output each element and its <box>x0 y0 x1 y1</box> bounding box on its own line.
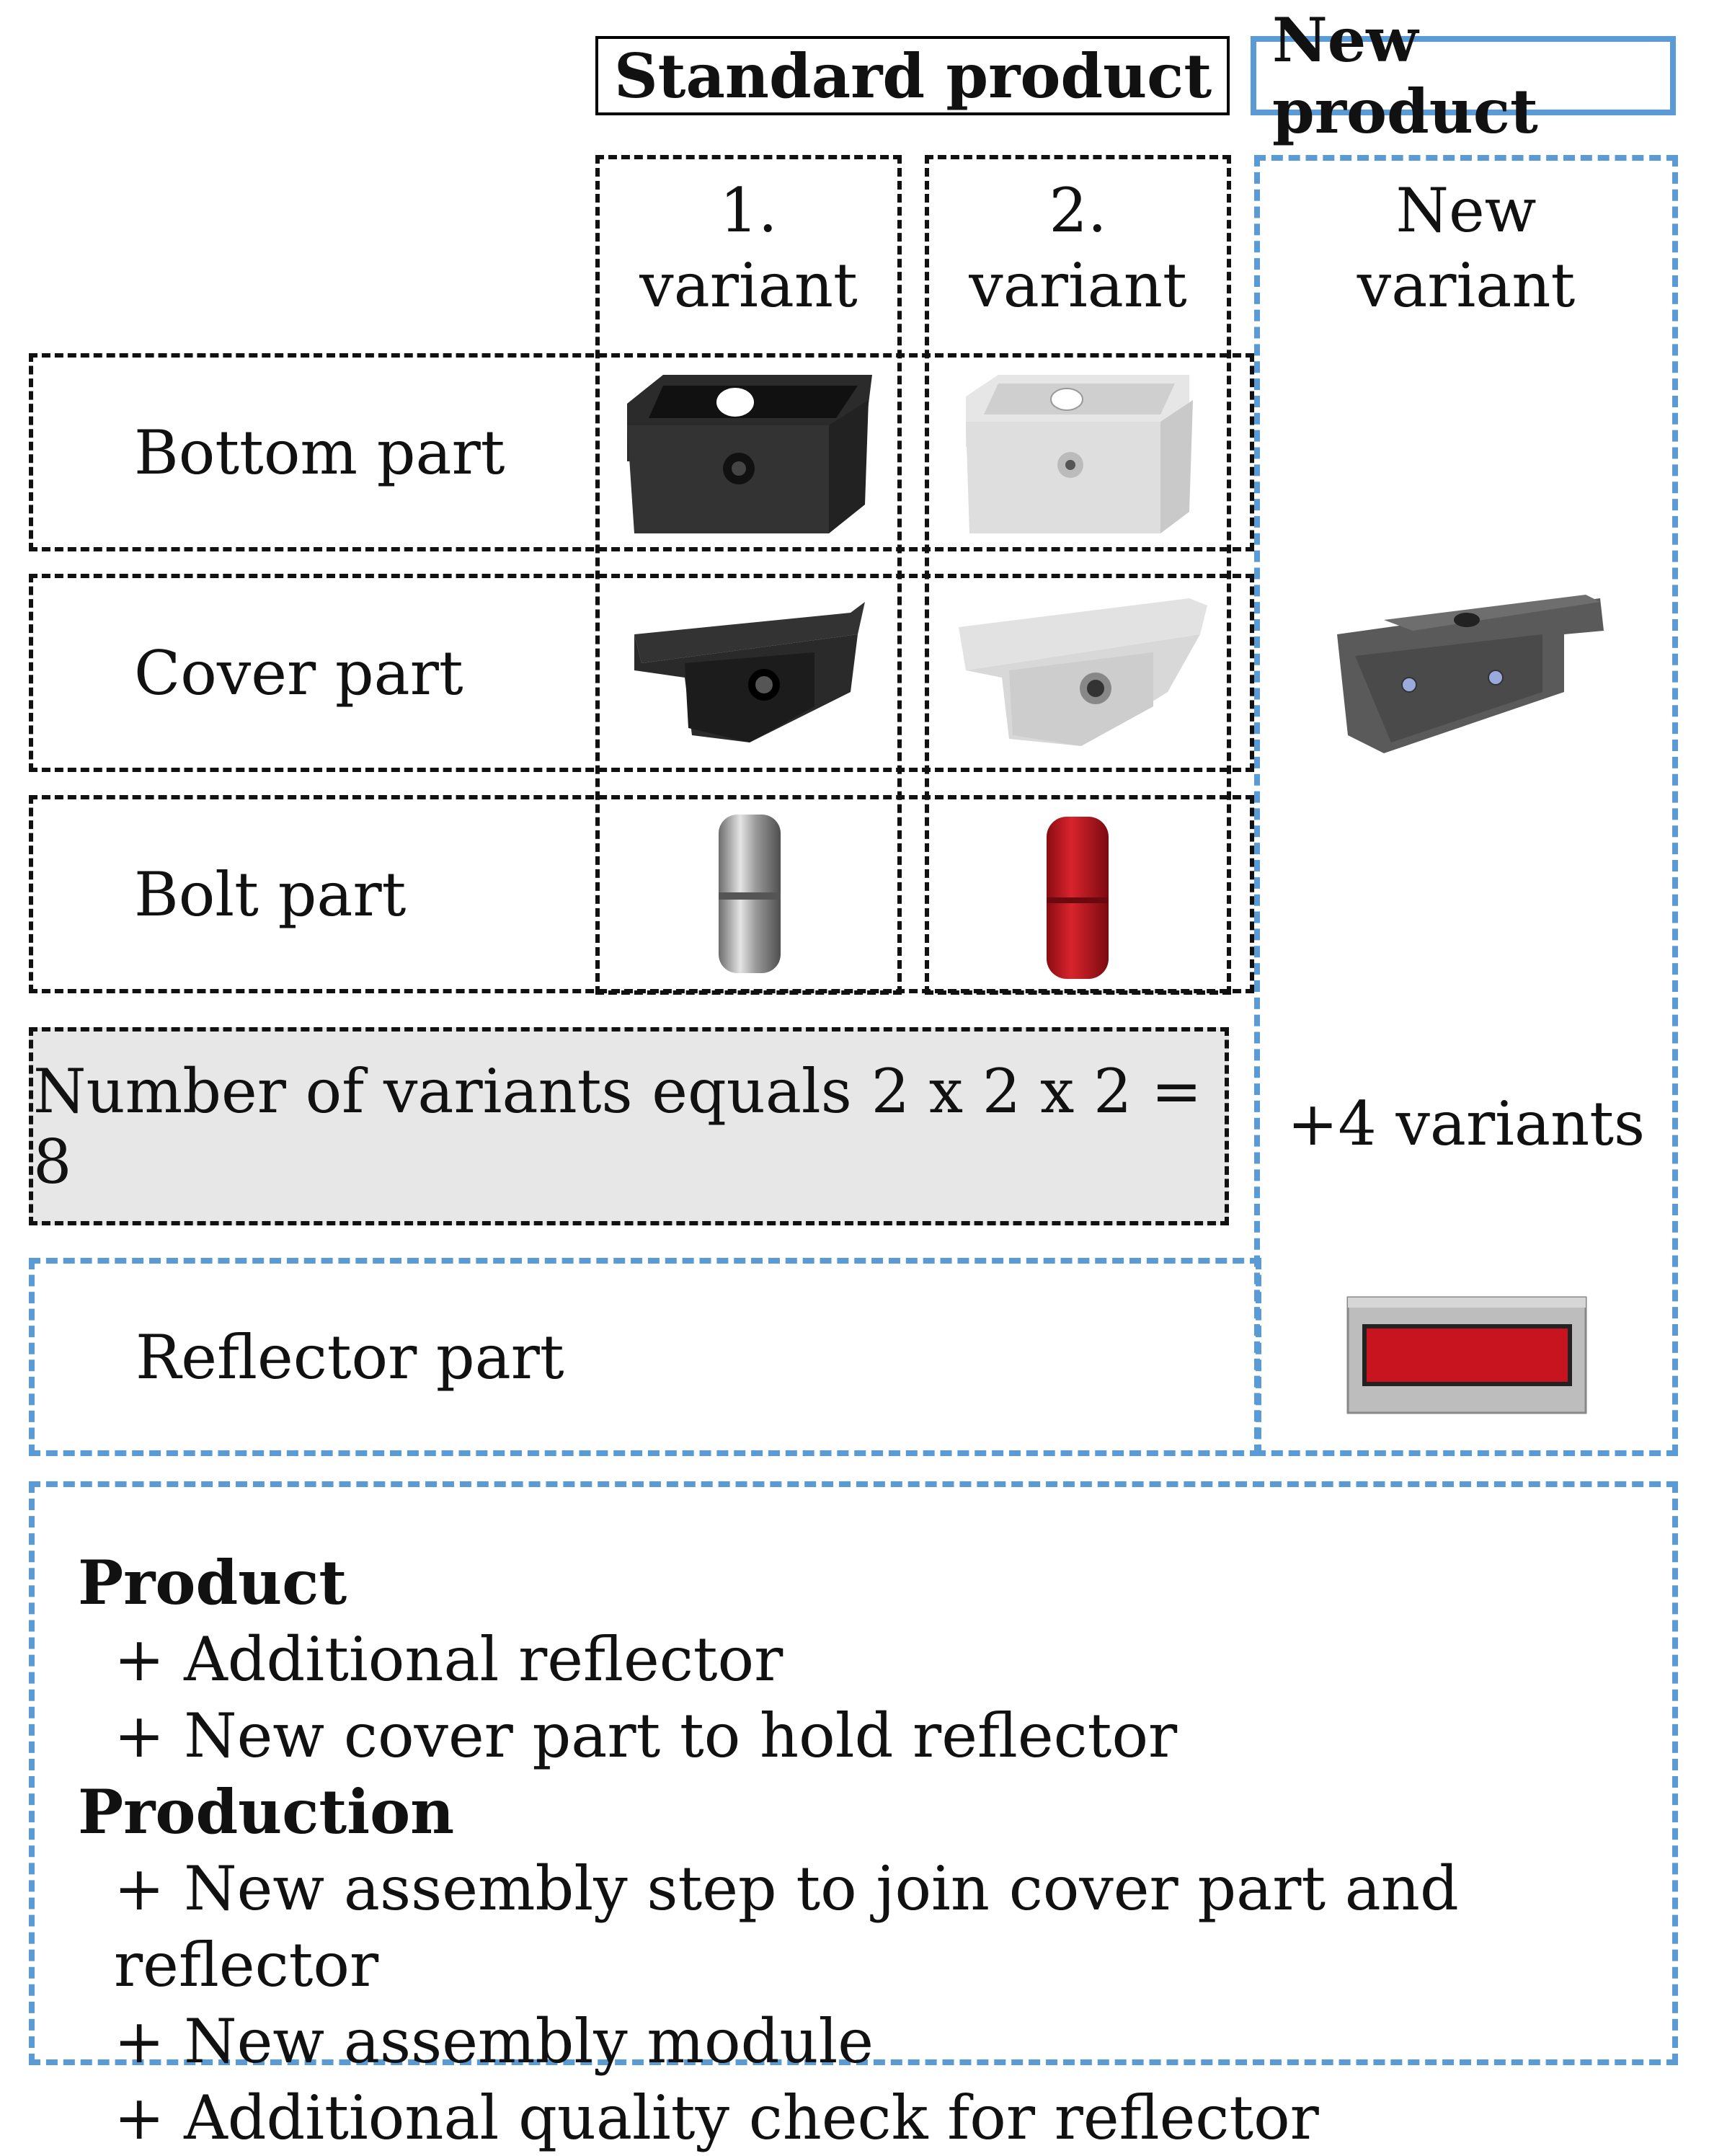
standard-product-header: Standard product <box>595 36 1230 115</box>
new-variant-line-1: New <box>1395 175 1537 246</box>
production-note-item: + New assembly step to join cover part a… <box>114 1853 1459 2000</box>
product-note-item: + New cover part to hold reflector <box>114 1700 1178 1771</box>
variant-1-word: variant <box>639 250 858 321</box>
bottom-part-black-image <box>627 375 872 533</box>
bolt-part-steel-image <box>719 815 781 973</box>
new-product-header: New product <box>1251 4 1676 147</box>
production-note-item: + Additional quality check for reflector <box>114 2082 1319 2153</box>
variant-1-heading: 1. variant <box>595 173 902 323</box>
cover-part-row: Cover part <box>29 574 1254 772</box>
bolt-part-red-image <box>1047 817 1109 979</box>
variant-2-number: 2. <box>1049 175 1107 246</box>
new-variant-heading: New variant <box>1254 173 1678 323</box>
production-notes-title: Production <box>78 1776 455 1847</box>
bottom-part-row: Bottom part <box>29 353 1254 551</box>
bolt-part-row: Bolt part <box>29 795 1254 993</box>
cover-part-black-image <box>634 602 865 742</box>
reflector-part-image <box>1346 1296 1587 1414</box>
cover-part-white-image <box>959 598 1207 746</box>
additional-variants-label: +4 variants <box>1287 1088 1646 1159</box>
new-variant-column <box>1254 155 1678 1456</box>
bottom-part-white-image <box>966 375 1193 533</box>
variant-count-box: Number of variants equals 2 x 2 x 2 = 8 <box>29 1027 1229 1225</box>
new-variant-line-2: variant <box>1357 250 1576 321</box>
cover-part-new-image <box>1337 595 1604 753</box>
reflector-part-row: Reflector part <box>29 1258 1261 1456</box>
variant-1-number: 1. <box>719 175 778 246</box>
changes-notes-box: Product + Additional reflector + New cov… <box>29 1481 1678 2153</box>
variant-2-heading: 2. variant <box>925 173 1231 323</box>
production-note-item: + New assembly module <box>114 2006 874 2077</box>
product-notes-title: Product <box>78 1547 347 1618</box>
product-note-item: + Additional reflector <box>114 1624 783 1695</box>
variant-2-word: variant <box>969 250 1187 321</box>
